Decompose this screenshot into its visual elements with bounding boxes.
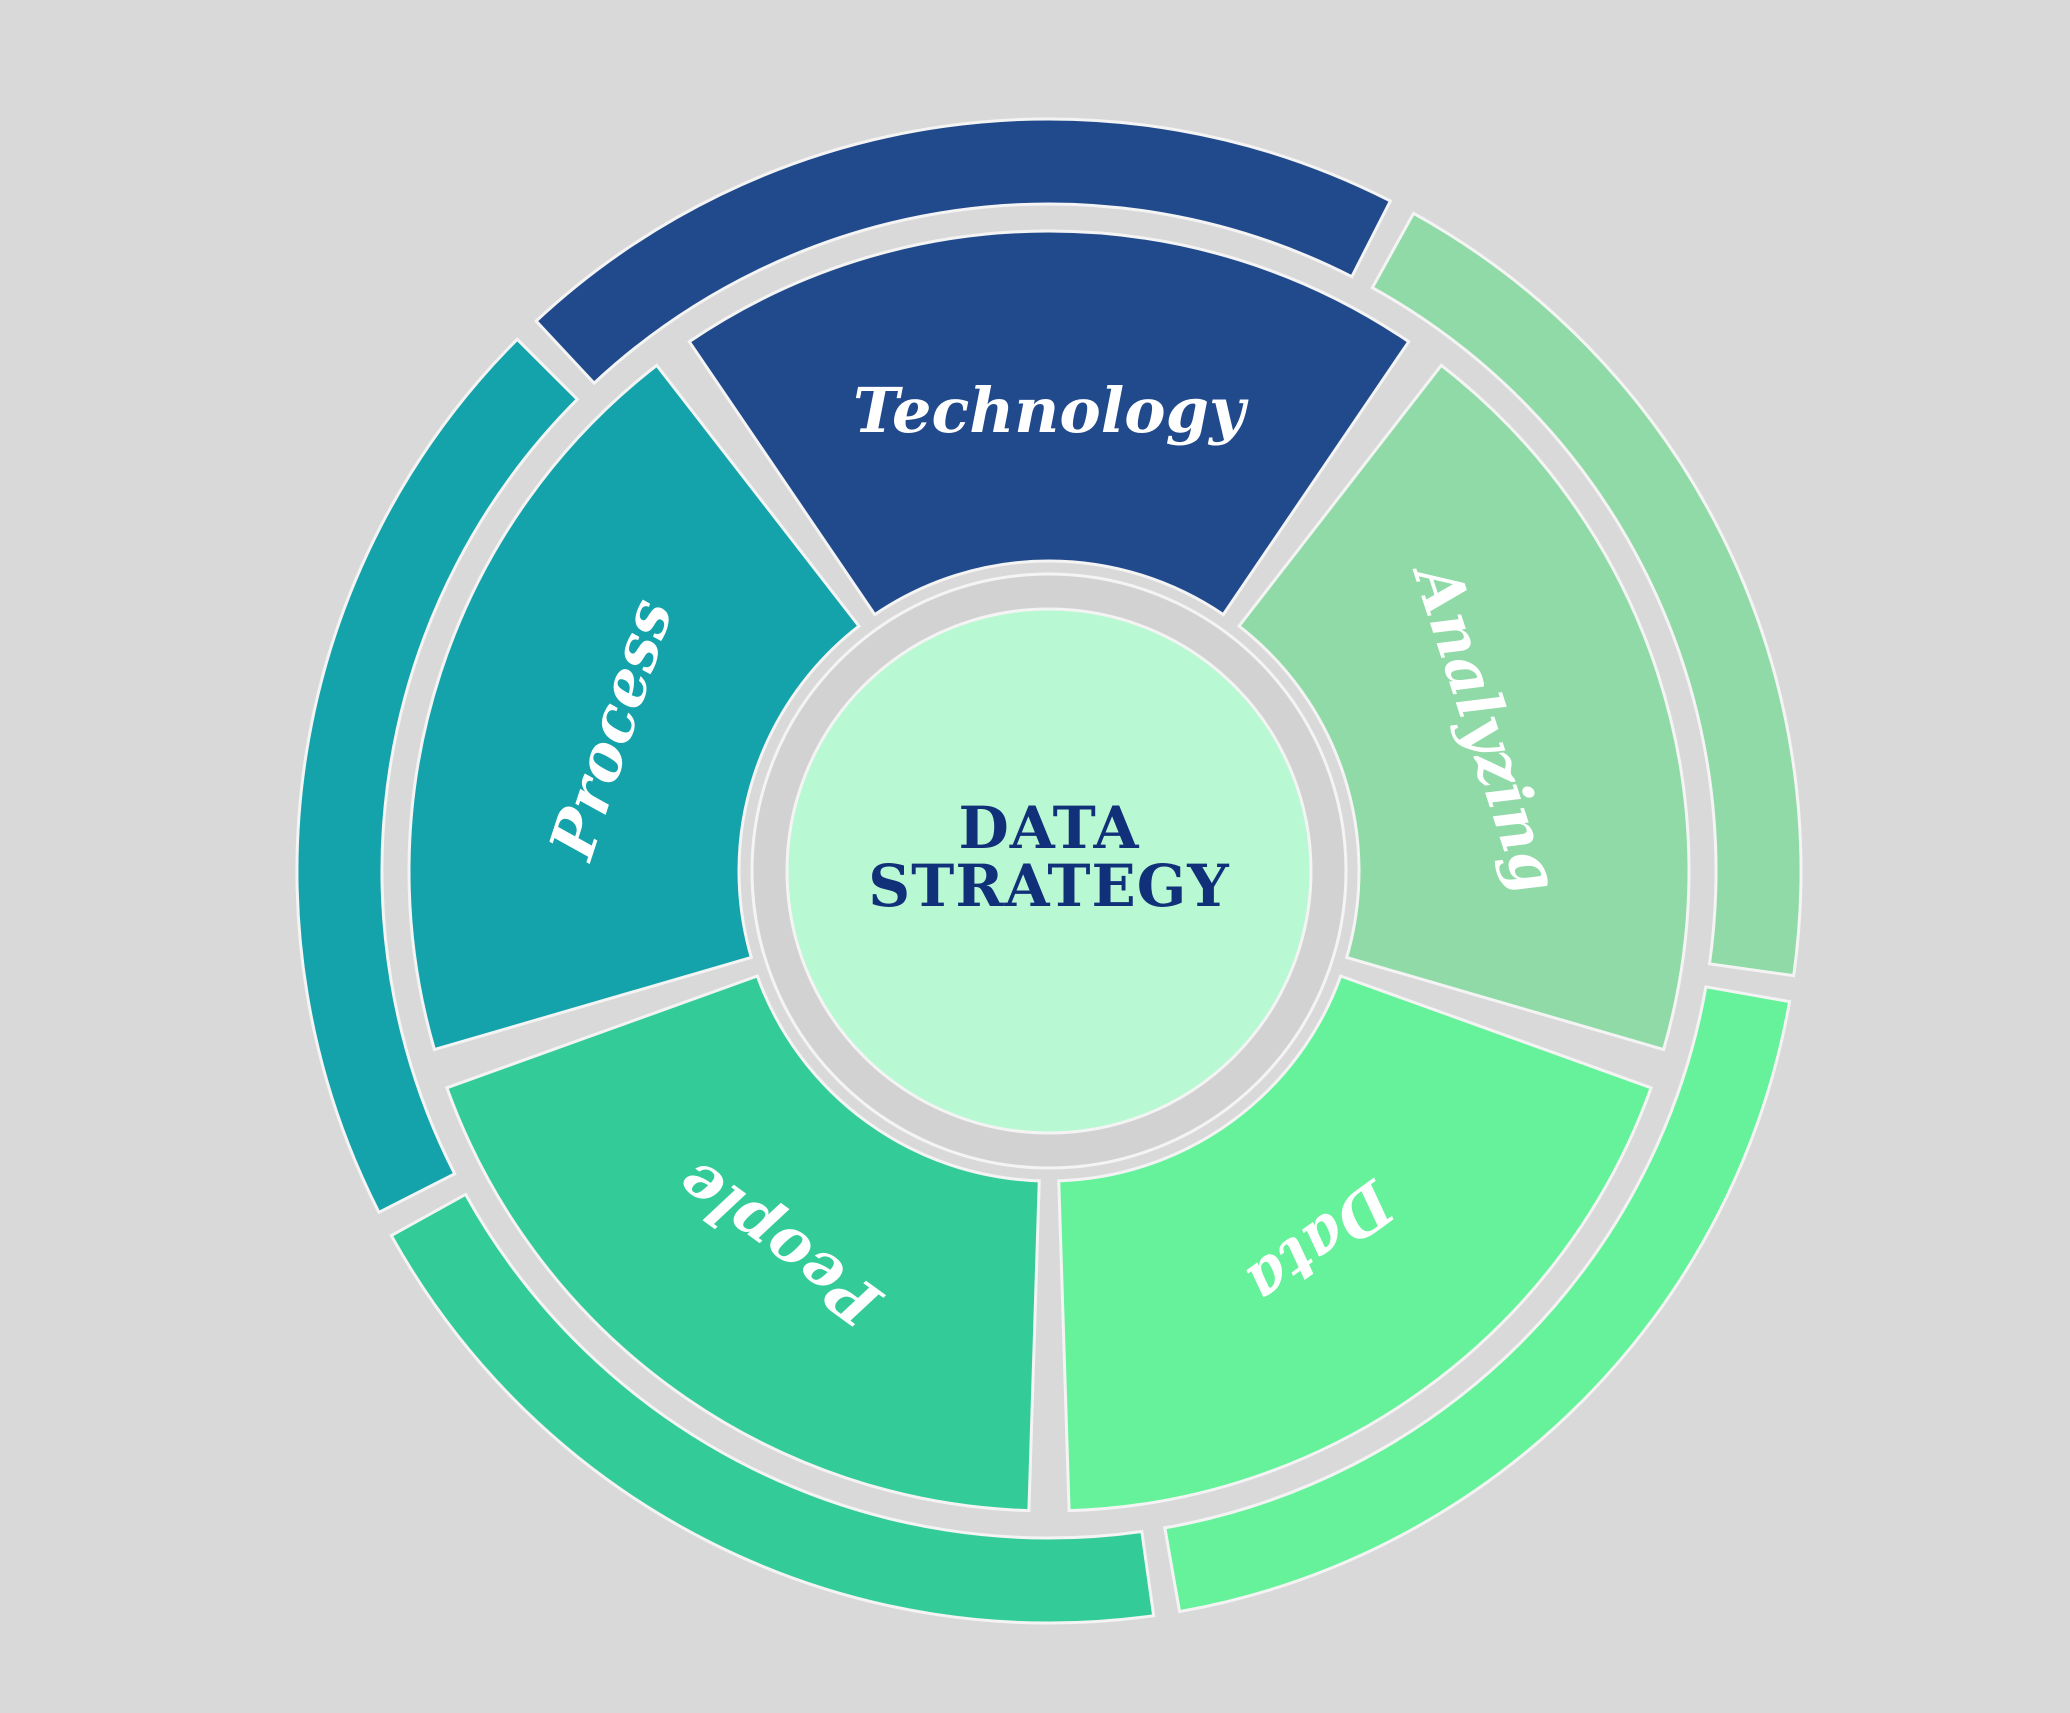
inner-ring bbox=[407, 229, 1691, 1513]
segment-data bbox=[1057, 974, 1654, 1513]
title-line-2: STRATEGY bbox=[868, 852, 1229, 920]
label-technology: Technology bbox=[853, 374, 1249, 447]
outer-segment-technology bbox=[534, 117, 1393, 386]
outer-segment-people bbox=[389, 1192, 1156, 1625]
outer-segment-analyzing bbox=[1370, 211, 1803, 978]
outer-segment-data bbox=[1163, 985, 1792, 1614]
segment-technology bbox=[687, 229, 1411, 617]
outer-segment-process bbox=[295, 337, 580, 1215]
title-line-1: DATA bbox=[958, 794, 1139, 862]
segment-process bbox=[407, 363, 862, 1052]
outer-ring bbox=[295, 117, 1803, 1625]
center-circle bbox=[785, 607, 1313, 1135]
segment-analyzing bbox=[1236, 363, 1691, 1052]
segment-people bbox=[444, 974, 1041, 1513]
